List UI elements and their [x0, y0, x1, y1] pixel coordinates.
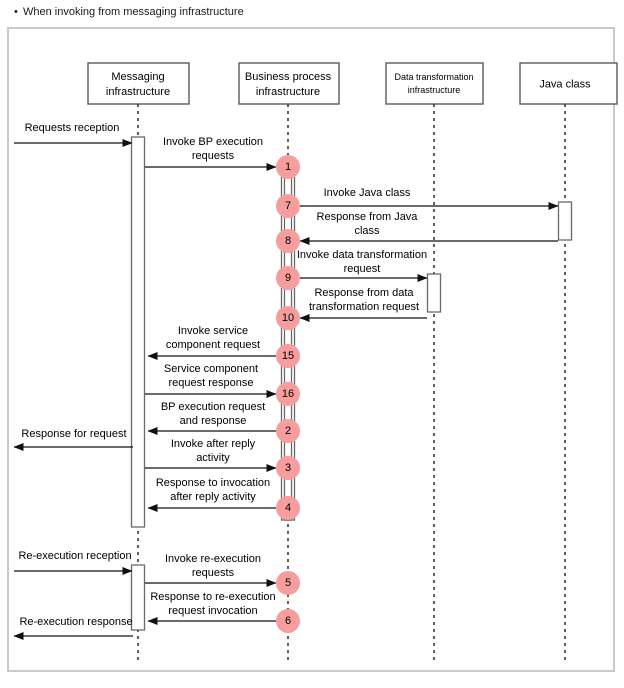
message-label: class — [354, 225, 380, 237]
lifelines-group: Messaging infrastructure Business process i… — [87, 62, 618, 662]
step-marker-10[interactable]: 10 — [276, 306, 300, 330]
lifeline-messaging: Messaging infrastructure — [87, 62, 190, 105]
message-9: Invoke data transformation request — [297, 249, 428, 282]
message-15: Invoke service component request — [147, 325, 276, 360]
message-4: Response to invocation after reply activi… — [147, 477, 276, 512]
step-number: 6 — [285, 615, 291, 627]
message-external: Re-execution response — [13, 616, 133, 640]
step-marker-4[interactable]: 4 — [276, 496, 300, 520]
step-marker-8[interactable]: 8 — [276, 229, 300, 253]
message-label: Response from data — [314, 287, 414, 299]
step-marker-16[interactable]: 16 — [276, 382, 300, 406]
step-marker-15[interactable]: 15 — [276, 344, 300, 368]
message-label: Invoke service — [178, 325, 248, 337]
message-3: Invoke after reply activity — [145, 438, 277, 472]
message-16: Service component request response — [145, 363, 277, 398]
step-marker-2[interactable]: 2 — [276, 419, 300, 443]
step-marker-7[interactable]: 7 — [276, 194, 300, 218]
step-number: 9 — [285, 272, 291, 284]
diagram-frame — [7, 27, 615, 672]
message-label: requests — [192, 567, 235, 579]
lifeline-label: Messaging — [111, 71, 164, 83]
message-external: Re-execution reception — [14, 550, 133, 575]
message-label: Invoke Java class — [324, 187, 411, 199]
step-marker-1[interactable]: 1 — [276, 155, 300, 179]
step-markers-group: 1 7 8 9 10 15 16 2 3 4 5 6 — [276, 155, 300, 633]
lifeline-label: Data transformation — [394, 72, 473, 82]
lifeline-java: Java class — [519, 62, 618, 105]
message-external: Requests reception — [14, 122, 133, 147]
lifeline-bp: Business process infrastructure — [238, 62, 340, 105]
step-marker-5[interactable]: 5 — [276, 571, 300, 595]
message-label: Re-execution reception — [18, 550, 131, 562]
message-label: Service component — [164, 363, 258, 375]
step-number: 16 — [282, 388, 294, 400]
message-label: activity — [196, 452, 230, 464]
message-label: Response from Java — [317, 211, 419, 223]
message-external: Response for request — [13, 428, 133, 451]
lifeline-label: infrastructure — [106, 86, 170, 98]
step-number: 7 — [285, 200, 291, 212]
message-label: transformation request — [309, 301, 419, 313]
message-label: Re-execution response — [19, 616, 132, 628]
step-number: 5 — [285, 577, 291, 589]
message-8: Response from Java class — [299, 211, 558, 245]
message-label: Requests reception — [25, 122, 120, 134]
message-label: after reply activity — [170, 491, 256, 503]
message-label: Invoke BP execution — [163, 136, 263, 148]
message-label: request response — [169, 377, 254, 389]
caption: • When invoking from messaging infrastruc… — [14, 4, 244, 20]
step-number: 4 — [285, 502, 291, 514]
lifeline-label: Java class — [539, 78, 591, 90]
message-1: Invoke BP execution requests — [145, 136, 277, 171]
message-label: Invoke after reply — [171, 438, 256, 450]
message-label: Invoke data transformation — [297, 249, 427, 261]
message-6: Response to re-execution request invocati… — [147, 591, 276, 625]
step-marker-6[interactable]: 6 — [276, 609, 300, 633]
message-2: BP execution request and response — [147, 401, 276, 435]
lifeline-datatrans: Data transformation infrastructure — [385, 62, 484, 105]
message-label: requests — [192, 150, 235, 162]
step-number: 3 — [285, 462, 291, 474]
caption-text: When invoking from messaging infrastruct… — [23, 6, 244, 18]
lifeline-label: infrastructure — [408, 85, 461, 95]
lifeline-label: infrastructure — [256, 86, 320, 98]
message-label: Response to invocation — [156, 477, 270, 489]
message-label: BP execution request — [161, 401, 265, 413]
bullet-icon: • — [14, 6, 18, 18]
message-label: request invocation — [168, 605, 257, 617]
message-label: request — [344, 263, 381, 275]
message-10: Response from data transformation request — [299, 287, 427, 322]
message-label: Invoke re-execution — [165, 553, 261, 565]
step-number: 10 — [282, 312, 294, 324]
message-5: Invoke re-execution requests — [145, 553, 277, 587]
activation-bar — [426, 273, 442, 313]
step-number: 8 — [285, 235, 291, 247]
message-label: Response to re-execution — [150, 591, 275, 603]
step-marker-3[interactable]: 3 — [276, 456, 300, 480]
step-number: 1 — [285, 161, 291, 173]
message-7: Invoke Java class — [300, 187, 559, 210]
step-number: 15 — [282, 350, 294, 362]
message-label: Response for request — [21, 428, 126, 440]
message-label: and response — [180, 415, 247, 427]
step-number: 2 — [285, 425, 291, 437]
activation-bar — [130, 136, 146, 528]
step-marker-9[interactable]: 9 — [276, 266, 300, 290]
activation-bar — [557, 201, 573, 241]
message-label: component request — [166, 339, 260, 351]
activation-bar — [130, 564, 146, 631]
lifeline-label: Business process — [245, 71, 332, 83]
